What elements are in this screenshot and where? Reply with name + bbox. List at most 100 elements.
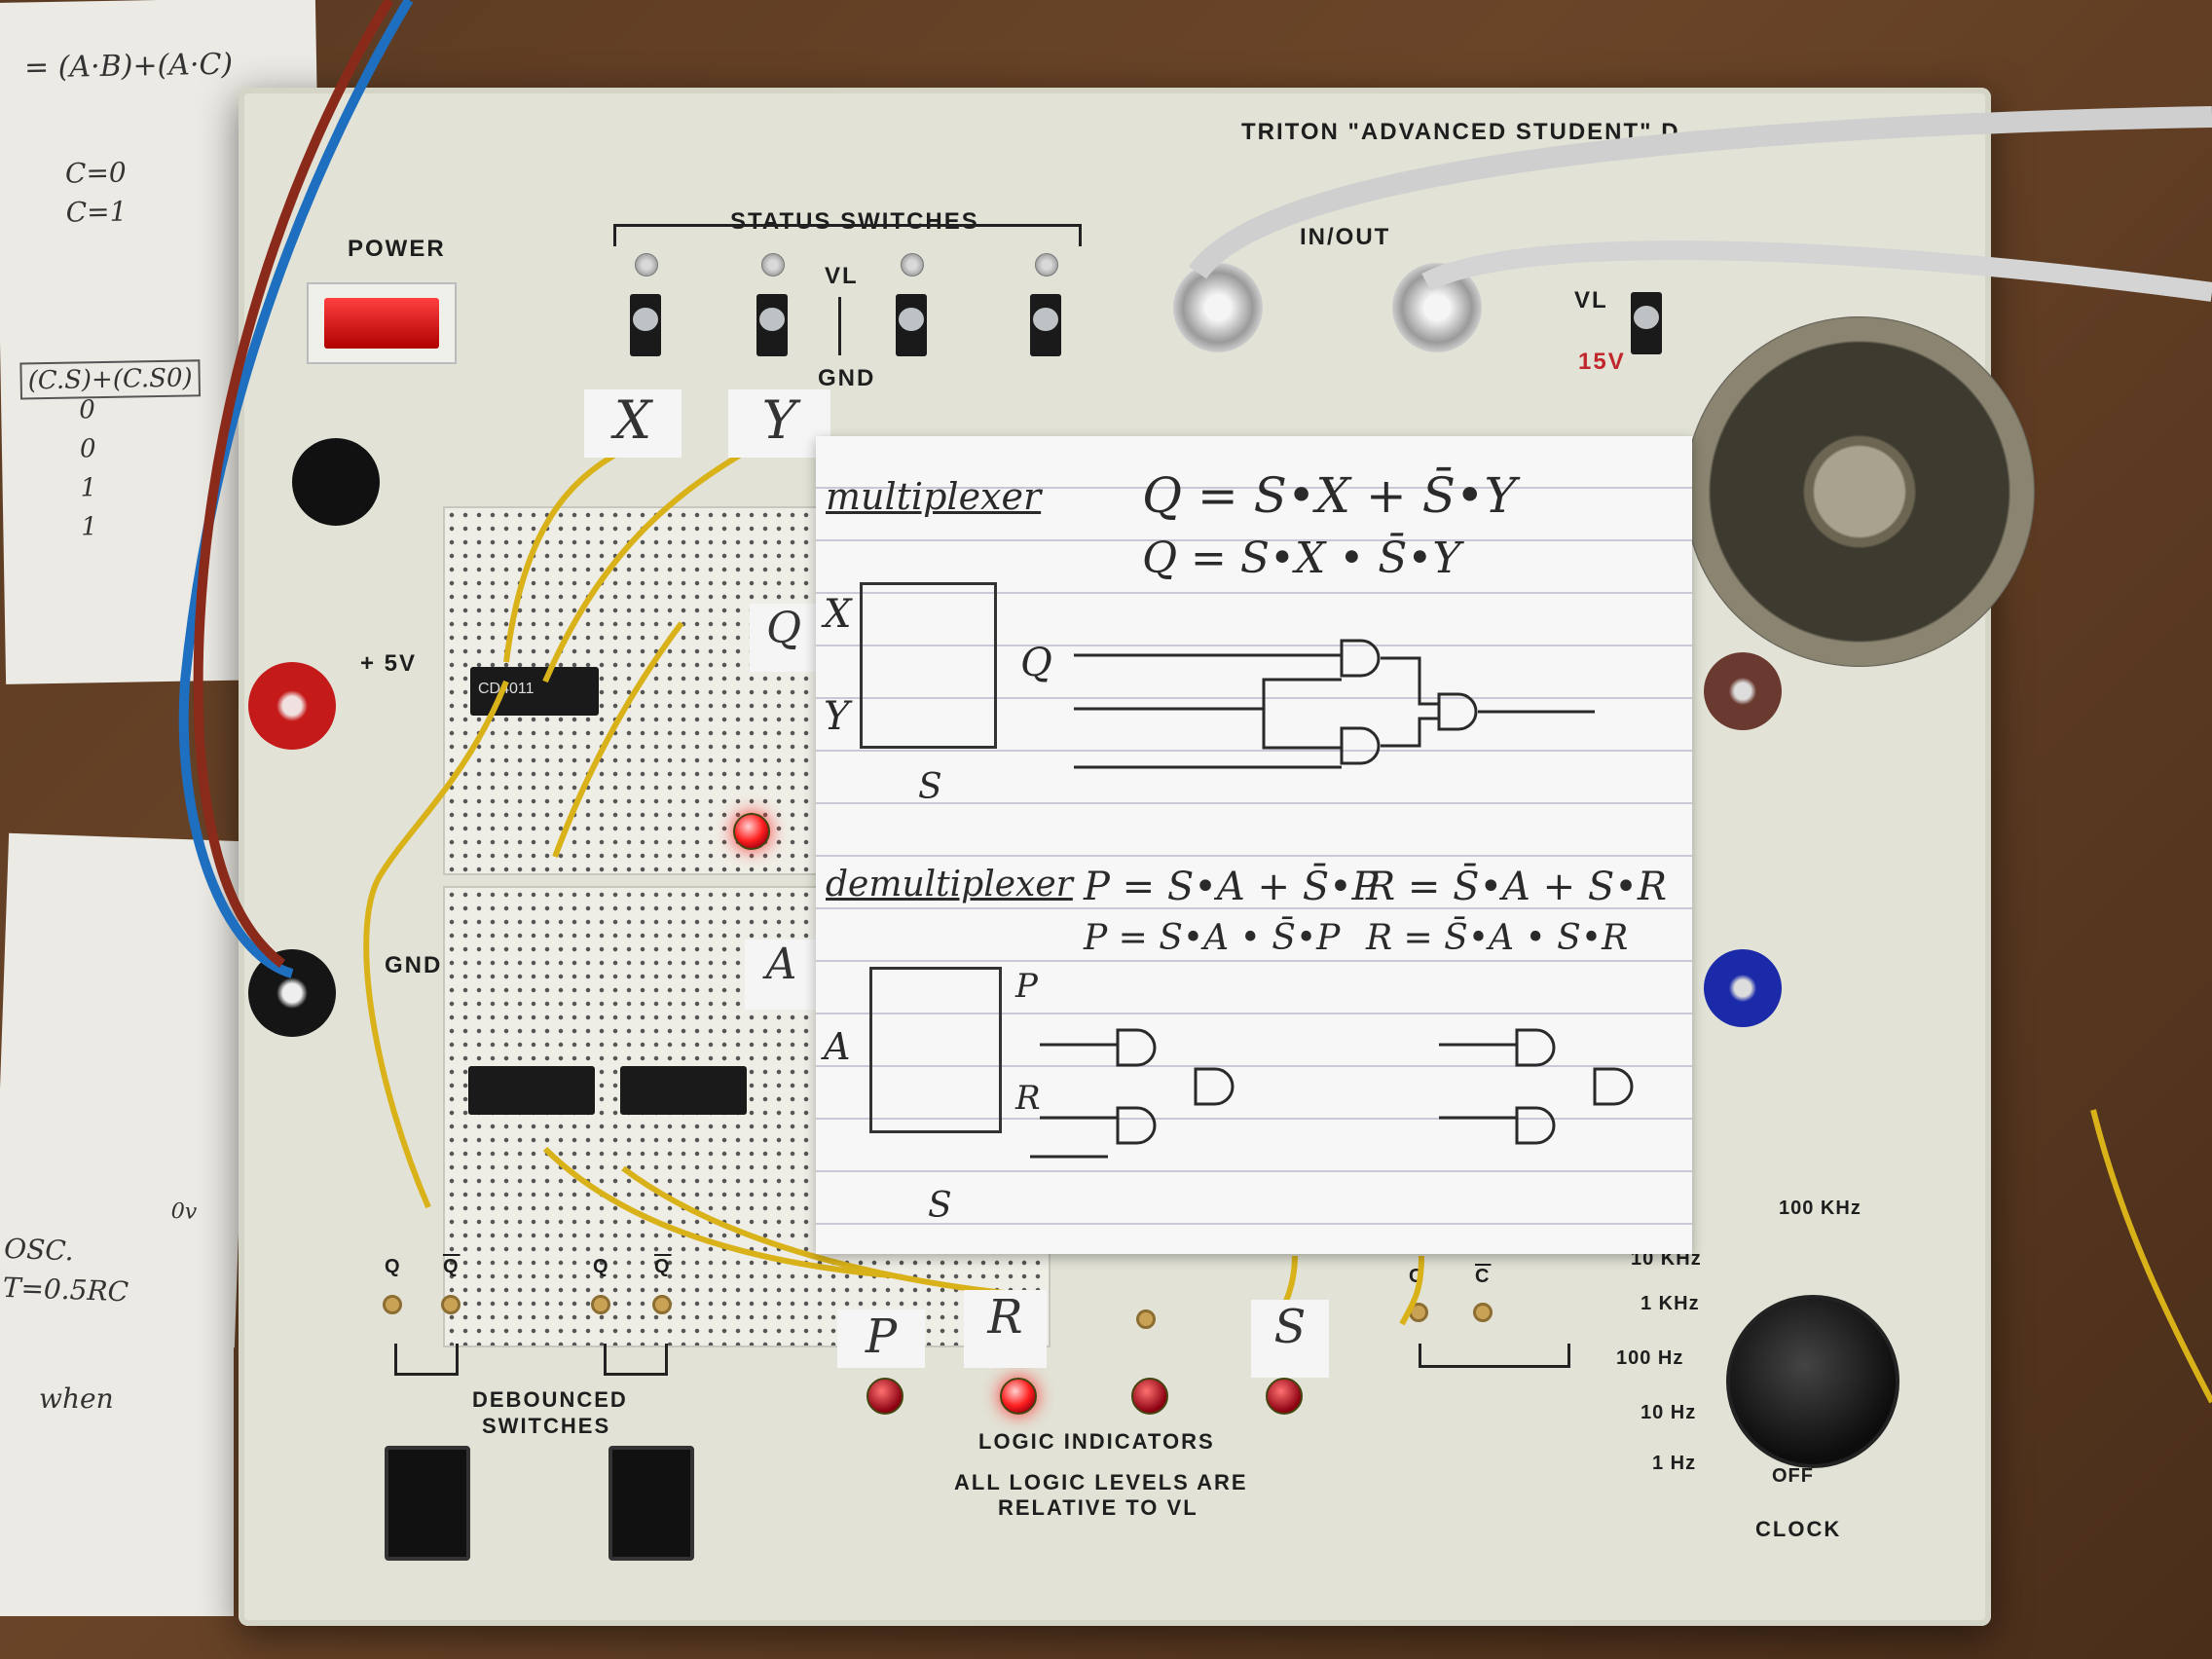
demux-equation-p2: P = S•A • S̄•P bbox=[1084, 918, 1341, 958]
all-logic-levels-label: ALL LOGIC LEVELS ARE bbox=[954, 1470, 1248, 1494]
mux-block bbox=[860, 582, 997, 749]
power-label: POWER bbox=[348, 236, 446, 262]
side-papers: = (A·B)+(A·C) C=0 C=1 (C.S)+(C.S0) 0 0 1… bbox=[0, 0, 350, 1659]
gnd-label: GND bbox=[818, 365, 876, 391]
yellow-wire bbox=[2090, 1109, 2212, 1404]
cbar-label: C bbox=[1475, 1266, 1492, 1287]
ic-chip-lower-left bbox=[468, 1066, 595, 1115]
screw bbox=[1035, 253, 1058, 276]
debounced-label: DEBOUNCED bbox=[472, 1387, 628, 1412]
vl-gnd-arrow bbox=[838, 297, 841, 355]
paper-notes-corner: when bbox=[0, 1324, 234, 1616]
tag-a: A bbox=[745, 940, 818, 1010]
mux-equation-1: Q = S•X + S̄•Y bbox=[1142, 467, 1517, 524]
debounced-button-1[interactable] bbox=[385, 1446, 470, 1561]
vl-label: VL bbox=[825, 263, 859, 289]
logic-indicator-led-4 bbox=[1266, 1378, 1303, 1415]
demux-wires-2 bbox=[1439, 1043, 1517, 1120]
debounce-bracket-1 bbox=[394, 1344, 459, 1376]
status-switch-4[interactable] bbox=[1030, 294, 1061, 356]
blue-binding-post[interactable] bbox=[1704, 949, 1782, 1027]
qbar-output-jack-1[interactable] bbox=[441, 1295, 461, 1314]
brown-wire bbox=[193, 0, 394, 968]
q-label-1: Q bbox=[385, 1256, 402, 1277]
status-switch-2[interactable] bbox=[756, 294, 788, 356]
yellow-wire bbox=[1399, 1255, 1424, 1326]
coax-cable-1 bbox=[1189, 106, 2212, 279]
brown-binding-post[interactable] bbox=[1704, 652, 1782, 730]
mux-select-s: S bbox=[918, 767, 942, 807]
mux-title: multiplexer bbox=[826, 475, 1042, 518]
side-note-line: when bbox=[39, 1382, 114, 1415]
demux-output-r: R bbox=[1015, 1079, 1041, 1118]
yellow-wire bbox=[363, 680, 509, 1209]
demux-select-s: S bbox=[928, 1186, 952, 1226]
gnd-post-label: GND bbox=[385, 952, 443, 978]
screw bbox=[635, 253, 658, 276]
gate-diagrams bbox=[1030, 639, 1634, 1159]
logic-indicator-led-1 bbox=[866, 1378, 903, 1415]
debounced-button-2[interactable] bbox=[608, 1446, 694, 1561]
vl-select-switch[interactable] bbox=[1631, 292, 1662, 354]
status-switch-3[interactable] bbox=[896, 294, 927, 356]
demux-r-gates bbox=[1515, 1028, 1634, 1145]
power-switch-housing bbox=[307, 282, 457, 364]
status-switch-1[interactable] bbox=[630, 294, 661, 356]
yellow-wire bbox=[621, 1165, 1023, 1298]
clock-freq-off: OFF bbox=[1772, 1465, 1814, 1487]
yellow-wire bbox=[542, 1146, 892, 1278]
clock-freq-100hz: 100 Hz bbox=[1616, 1347, 1684, 1369]
tag-p: P bbox=[837, 1309, 925, 1368]
clock-bracket bbox=[1419, 1344, 1570, 1368]
vl-right-label: VL bbox=[1574, 287, 1608, 313]
yellow-wire bbox=[552, 621, 684, 859]
demux-equation-r1: R = S̄•A + S•R bbox=[1366, 865, 1668, 909]
tag-x: X bbox=[584, 389, 682, 458]
demux-output-p: P bbox=[1015, 967, 1038, 1006]
speaker bbox=[1684, 316, 2035, 667]
switches-label: SWITCHES bbox=[482, 1414, 611, 1438]
clock-freq-100khz: 100 KHz bbox=[1779, 1198, 1862, 1219]
tag-q: Q bbox=[750, 604, 818, 672]
demux-block bbox=[869, 967, 1002, 1133]
demux-title: demultiplexer bbox=[826, 865, 1073, 904]
bnc-connector-1[interactable] bbox=[1173, 263, 1263, 352]
clock-cbar-jack[interactable] bbox=[1473, 1303, 1493, 1322]
clock-freq-1hz: 1 Hz bbox=[1652, 1453, 1697, 1474]
tag-s: S bbox=[1251, 1300, 1329, 1378]
in-out-label: IN/OUT bbox=[1300, 224, 1391, 250]
clock-frequency-knob[interactable] bbox=[1726, 1295, 1899, 1468]
relative-to-vl-label: RELATIVE TO VL bbox=[998, 1495, 1198, 1520]
handwritten-note: multiplexer Q = S•X + S̄•Y Q = S•X • S̄•… bbox=[816, 436, 1692, 1254]
logic-indicators-label: LOGIC INDICATORS bbox=[978, 1429, 1215, 1454]
tag-r: R bbox=[964, 1290, 1047, 1368]
logic-trainer-panel: TRITON "ADVANCED STUDENT" D POWER STATUS… bbox=[239, 88, 1991, 1626]
q-output-jack-2[interactable] bbox=[591, 1295, 610, 1314]
mux-equation-2: Q = S•X • S̄•Y bbox=[1142, 534, 1461, 583]
demux-input-a: A bbox=[824, 1025, 851, 1068]
ic-chip-lower-right bbox=[620, 1066, 747, 1115]
mux-input-x: X bbox=[824, 592, 852, 637]
mux-nand-gates bbox=[1340, 639, 1478, 765]
mux-gate-wires bbox=[1381, 656, 1595, 748]
clock-freq-1khz: 1 KHz bbox=[1641, 1293, 1700, 1314]
mux-output-q: Q bbox=[1020, 641, 1052, 685]
breadboard-led bbox=[733, 813, 770, 850]
mux-wires bbox=[1074, 653, 1342, 769]
tag-y: Y bbox=[728, 389, 830, 458]
v15-label: 15V bbox=[1578, 349, 1626, 375]
logic-indicator-jack[interactable] bbox=[1136, 1309, 1156, 1329]
q-output-jack-1[interactable] bbox=[383, 1295, 402, 1314]
mux-input-y: Y bbox=[824, 694, 850, 739]
demux-equation-r2: R = S̄•A • S•R bbox=[1366, 918, 1629, 958]
coax-cable-2 bbox=[1421, 240, 2212, 302]
status-switches-label: STATUS SWITCHES bbox=[730, 208, 979, 235]
qbar-output-jack-2[interactable] bbox=[652, 1295, 672, 1314]
plus5v-binding-post[interactable] bbox=[248, 662, 336, 750]
plus5v-label: + 5V bbox=[360, 650, 418, 677]
qbar-label-2: Q bbox=[654, 1256, 672, 1277]
demux-p-gates bbox=[1116, 1028, 1235, 1145]
power-switch[interactable] bbox=[324, 298, 439, 349]
q-label-2: Q bbox=[593, 1256, 610, 1277]
demux-equation-p1: P = S•A + S̄•P bbox=[1084, 865, 1379, 909]
